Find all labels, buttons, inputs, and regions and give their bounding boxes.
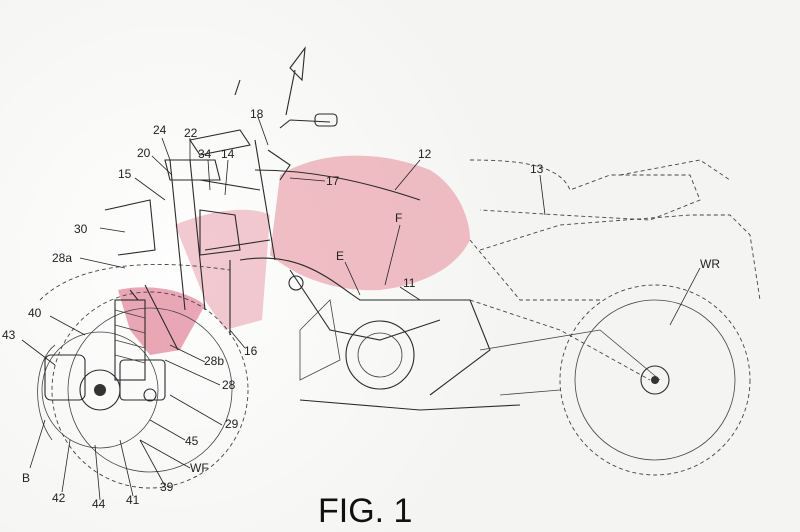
label-22: 22	[184, 126, 198, 140]
label-30: 30	[74, 222, 88, 236]
figure-caption: FIG. 1	[318, 492, 412, 530]
seat-tail	[469, 159, 761, 301]
front-fork-red	[118, 287, 205, 355]
label-E: E	[336, 249, 344, 263]
label-13: 13	[530, 162, 544, 176]
label-F: F	[395, 211, 402, 225]
steering-assembly	[104, 79, 271, 335]
label-WR: WR	[700, 257, 720, 271]
label-16: 16	[244, 344, 258, 358]
front-fender-red	[175, 209, 270, 330]
fuel-tank-red	[270, 155, 470, 291]
label-45: 45	[185, 434, 199, 448]
label-39: 39	[160, 480, 174, 494]
front-wheel	[37, 291, 249, 489]
handlebar	[254, 46, 338, 261]
label-WF: WF	[190, 461, 209, 475]
label-28: 28	[222, 378, 236, 392]
label-40: 40	[28, 306, 42, 320]
label-42: 42	[52, 491, 66, 505]
label-43: 43	[2, 328, 16, 342]
rear-wheel	[559, 284, 751, 476]
label-17: 17	[326, 174, 340, 188]
label-34: 34	[198, 147, 212, 161]
label-B: B	[22, 471, 30, 485]
front-fender	[39, 263, 231, 301]
label-28a: 28a	[52, 251, 72, 265]
label-29: 29	[225, 417, 239, 431]
label-12: 12	[418, 147, 432, 161]
label-18: 18	[250, 107, 264, 121]
frame-engine	[239, 169, 661, 411]
label-20: 20	[137, 146, 151, 160]
label-28b: 28b	[204, 354, 224, 368]
label-24: 24	[153, 123, 167, 137]
label-14: 14	[221, 147, 235, 161]
label-11: 11	[403, 276, 416, 290]
leader-lines	[21, 116, 701, 501]
reference-labels: 12 13 18 24 22 20 34 14 17 15 30 F E 11 …	[2, 107, 720, 511]
label-44: 44	[92, 497, 106, 511]
front-suspension	[114, 284, 179, 381]
label-41: 41	[126, 493, 140, 507]
label-15: 15	[118, 167, 132, 181]
